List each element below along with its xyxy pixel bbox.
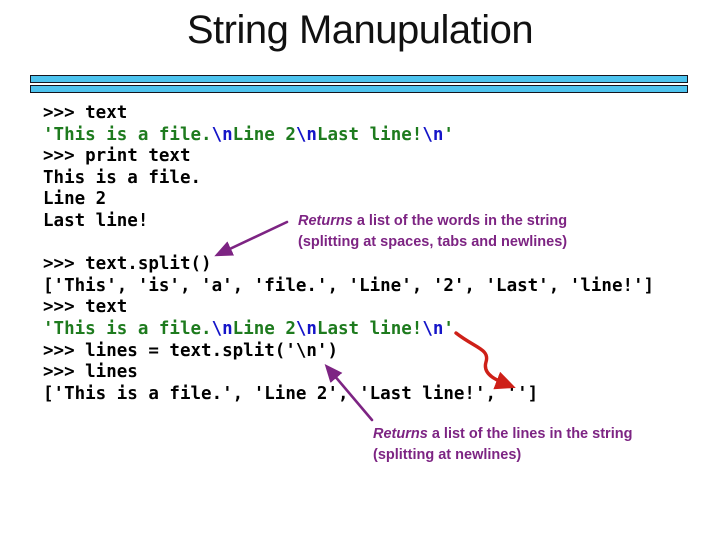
annotation-line: (splitting at newlines) [373,447,522,463]
annotation-split-lines: Returns a list of the lines in the strin… [373,424,632,466]
code-block: >>> text'This is a file.\nLine 2\nLast l… [43,103,654,405]
code-line: 'This is a file.\nLine 2\nLast line!\n' [43,318,454,339]
code-line: Last line! [43,210,149,231]
code-line: >>> text [43,297,128,318]
divider-bar-bottom [30,85,688,93]
code-line: ['This', 'is', 'a', 'file.', 'Line', '2'… [43,275,655,296]
annotation-split-words: Returns a list of the words in the strin… [298,211,567,253]
code-line: >>> lines = text.split('\n') [43,340,339,361]
annotation-line: Returns a list of the lines in the strin… [373,426,633,442]
annotation-line: (splitting at spaces, tabs and newlines) [298,234,568,250]
code-line: >>> text [43,103,128,123]
annotation-line: Returns a list of the words in the strin… [298,213,568,229]
code-line: >>> lines [43,362,138,383]
code-line: 'This is a file.\nLine 2\nLast line!\n' [43,124,454,145]
code-line: This is a file. [43,167,202,188]
code-line: ['This is a file.', 'Line 2', 'Last line… [43,383,539,404]
divider-bar-top [30,75,688,83]
code-line: >>> text.split() [43,254,212,275]
code-line: >>> print text [43,146,191,167]
code-line: Line 2 [43,189,107,210]
slide-title: String Manupulation [186,8,534,52]
